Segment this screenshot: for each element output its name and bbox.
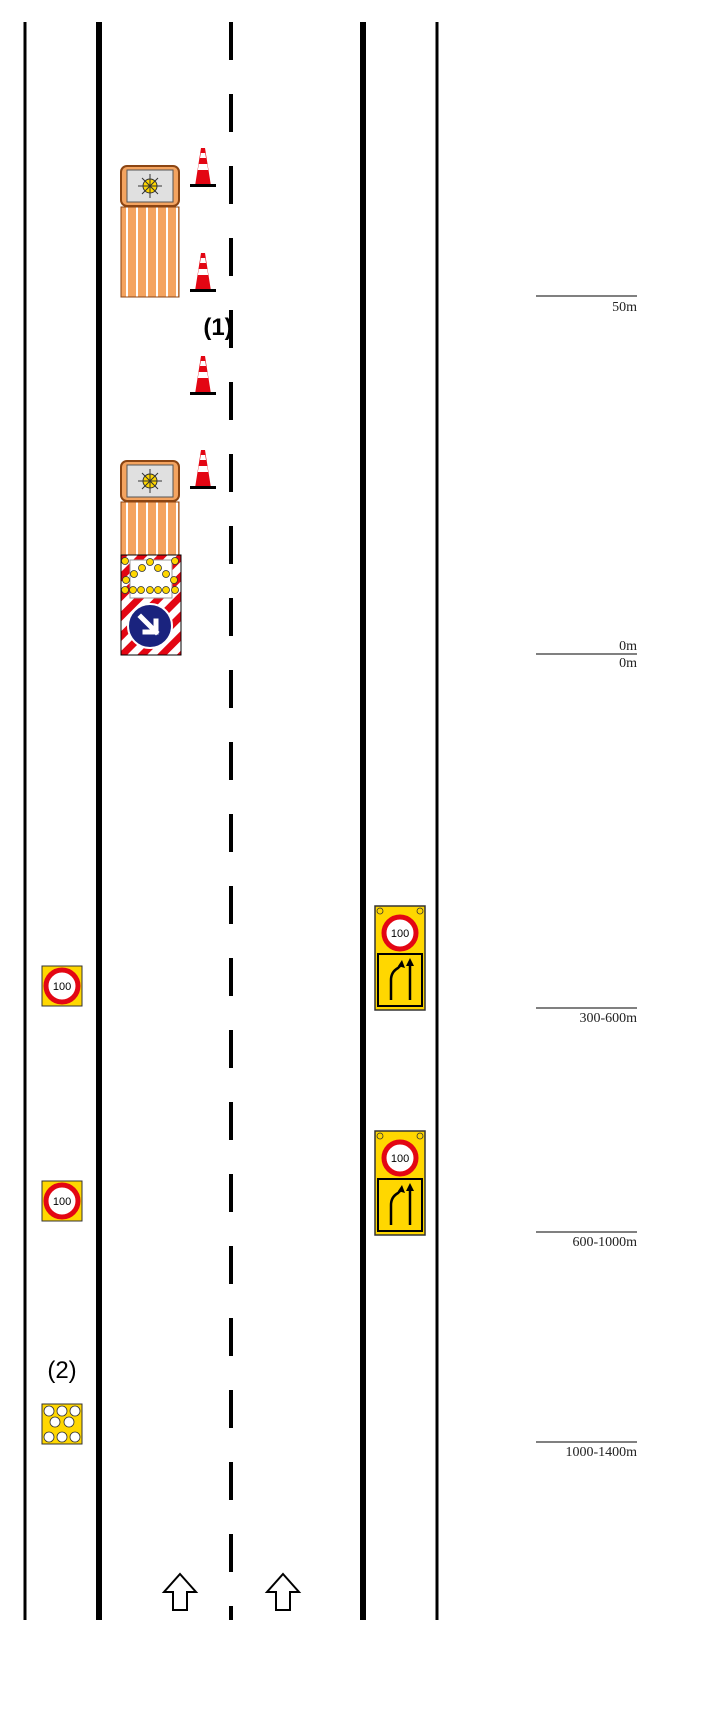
keep-right-arrow-icon [127,603,173,649]
flashing-light-board-icon [121,557,179,594]
lane-merge-arrow-icon [377,1178,423,1232]
warning-light-icon [138,174,162,198]
traffic-cone-icon [190,148,216,187]
distance-label-0m-lower: 0m [619,656,637,671]
lane-closure-sign-right-1: 100 [374,905,426,1011]
speed-limit-sign-icon: 100 [43,1182,81,1220]
traffic-cone-icon [190,253,216,292]
work-vehicle-rear [120,460,182,656]
lane-closure-sign-right-2: 100 [374,1130,426,1236]
lane-direction-arrow-icon [264,1572,302,1611]
speed-limit-value: 100 [391,928,409,940]
distance-label-50m: 50m [612,300,637,315]
distance-scale: 50m 0m 0m 300-600m 600-1000m 1000-1400m [536,295,637,1460]
speed-limit-sign-icon: 100 [43,967,81,1005]
speed-limit-value: 100 [391,1153,409,1165]
flashing-arrow-board [120,554,182,656]
speed-limit-value: 100 [53,1196,71,1208]
speed-limit-sign-icon: 100 [381,1139,419,1177]
warning-light-icon [138,469,162,493]
marker-label-1: (1) [203,314,232,341]
marker-label-2: (2) [47,1357,76,1384]
speed-limit-sign-left-2: 100 [41,1180,83,1222]
work-vehicle-front [120,165,180,298]
lane-direction-arrow-icon [161,1572,199,1611]
flashing-light-board-icon [41,1403,83,1445]
speed-limit-sign-icon: 100 [381,914,419,952]
distance-label-1000-1400m: 1000-1400m [565,1445,637,1460]
road-markings [23,22,439,1620]
distance-label-0m-upper: 0m [619,639,637,654]
traffic-cone-icon [190,450,216,489]
speed-limit-value: 100 [53,981,71,993]
traffic-cone-icon [190,356,216,395]
traffic-cones [190,148,216,489]
lane-merge-arrow-icon [377,953,423,1007]
distance-label-600-1000m: 600-1000m [572,1235,637,1250]
distance-label-300-600m: 300-600m [579,1011,637,1026]
speed-limit-sign-left-1: 100 [41,965,83,1007]
